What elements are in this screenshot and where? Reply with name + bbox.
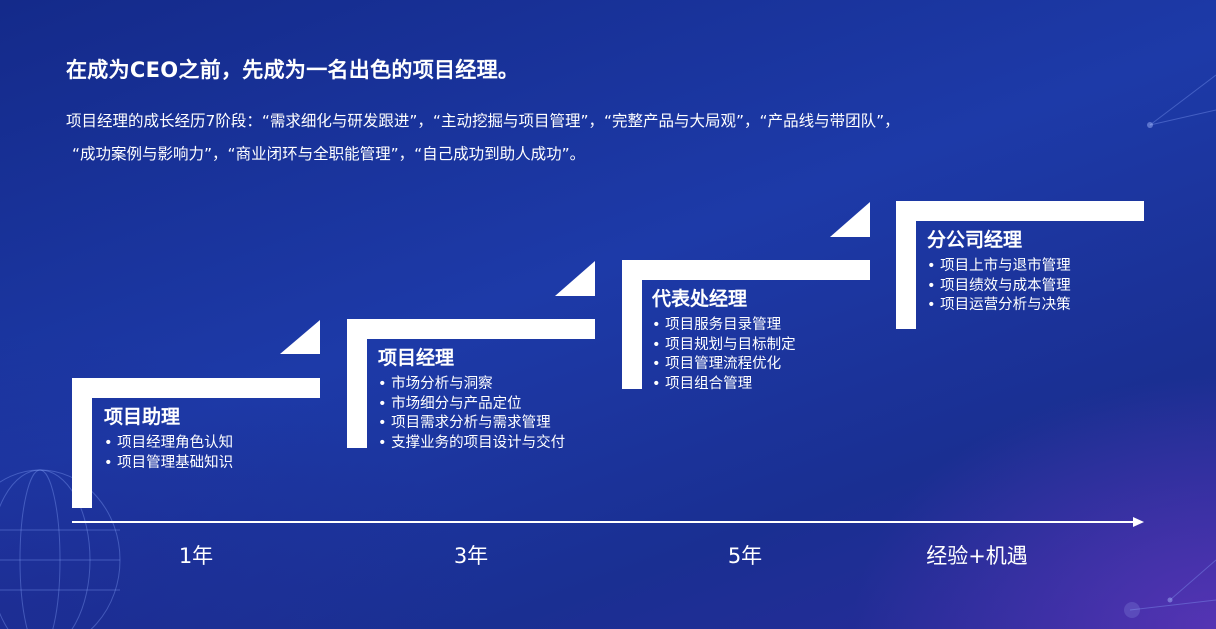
- arrow-right-icon: [1133, 517, 1144, 527]
- step-2-title: 项目经理: [378, 347, 455, 369]
- list-item: 市场细分与产品定位: [378, 395, 565, 415]
- page-description: 项目经理的成长经历7阶段：“需求细化与研发跟进”，“主动挖掘与项目管理”，“完整…: [66, 105, 1146, 171]
- axis-label-4: 经验+机遇: [926, 544, 1028, 568]
- list-item: 项目管理流程优化: [652, 355, 796, 375]
- step-4-list: 项目上市与退市管理 项目绩效与成本管理 项目运营分析与决策: [927, 257, 1071, 316]
- step-3-list: 项目服务目录管理 项目规划与目标制定 项目管理流程优化 项目组合管理: [652, 316, 796, 395]
- step-2-corner-triangle: [555, 261, 595, 296]
- description-line-2: “成功案例与影响力”，“商业闭环与全职能管理”，“自己成功到助人成功”。: [72, 145, 586, 163]
- description-line-1: 项目经理的成长经历7阶段：“需求细化与研发跟进”，“主动挖掘与项目管理”，“完整…: [66, 112, 900, 130]
- list-item: 项目规划与目标制定: [652, 336, 796, 356]
- list-item: 项目上市与退市管理: [927, 257, 1071, 277]
- list-item: 项目需求分析与需求管理: [378, 414, 565, 434]
- list-item: 项目管理基础知识: [104, 454, 233, 474]
- step-3-title: 代表处经理: [652, 288, 748, 310]
- page-title: 在成为CEO之前，先成为一名出色的项目经理。: [66, 58, 520, 82]
- axis-label-2: 3年: [453, 544, 489, 568]
- list-item: 项目组合管理: [652, 375, 796, 395]
- list-item: 项目经理角色认知: [104, 434, 233, 454]
- list-item: 市场分析与洞察: [378, 375, 565, 395]
- list-item: 项目服务目录管理: [652, 316, 796, 336]
- step-1-list: 项目经理角色认知 项目管理基础知识: [104, 434, 233, 473]
- step-1-corner-triangle: [280, 320, 320, 354]
- step-3-corner-triangle: [830, 202, 870, 237]
- step-2-list: 市场分析与洞察 市场细分与产品定位 项目需求分析与需求管理 支撑业务的项目设计与…: [378, 375, 565, 454]
- axis-label-1: 1年: [178, 544, 214, 568]
- list-item: 支撑业务的项目设计与交付: [378, 434, 565, 454]
- timeline-axis: [72, 521, 1136, 523]
- list-item: 项目运营分析与决策: [927, 296, 1071, 316]
- step-1-title: 项目助理: [104, 406, 181, 428]
- list-item: 项目绩效与成本管理: [927, 277, 1071, 297]
- axis-label-3: 5年: [727, 544, 763, 568]
- step-4-title: 分公司经理: [927, 229, 1023, 251]
